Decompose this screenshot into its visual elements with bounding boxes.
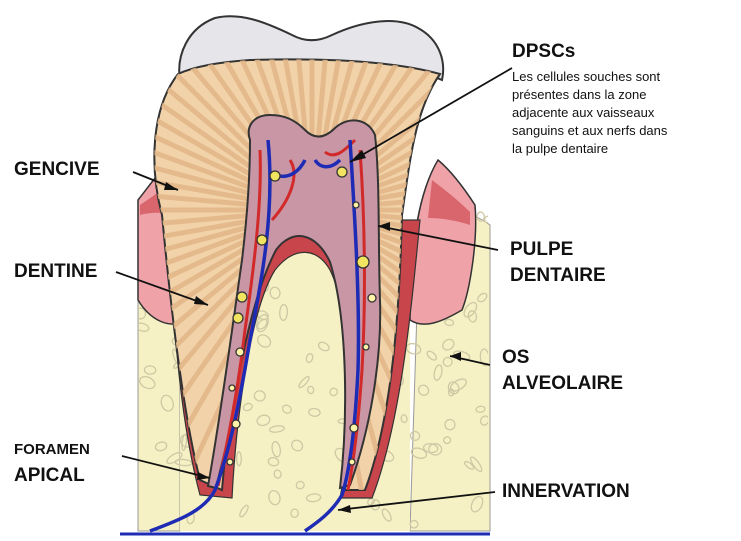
dpscs-description-line-2: présentes dans la zone	[512, 86, 646, 103]
stem-cell	[270, 171, 280, 181]
label-dentine: DENTINE	[14, 260, 97, 283]
stem-cell	[353, 202, 359, 208]
stem-cell	[368, 294, 376, 302]
label-pulpe-line-1: PULPE	[510, 238, 573, 261]
stem-cell	[229, 385, 235, 391]
label-foramen-line-1: FORAMEN	[14, 440, 90, 459]
label-dpscs: DPSCs	[512, 40, 575, 63]
dpscs-description-line-3: adjacente aux vaisseaux	[512, 104, 654, 121]
label-foramen-line-2: APICAL	[14, 464, 85, 487]
label-pulpe-line-2: DENTAIRE	[510, 264, 606, 287]
label-innervation: INNERVATION	[502, 480, 630, 503]
stem-cell	[232, 420, 240, 428]
dpscs-description-line-4: sanguins et aux nerfs dans	[512, 122, 667, 139]
stem-cell	[227, 459, 233, 465]
dpscs-description-line-5: la pulpe dentaire	[512, 140, 608, 157]
stem-cell	[357, 256, 369, 268]
stem-cell	[349, 459, 355, 465]
stem-cell	[237, 292, 247, 302]
label-gencive: GENCIVE	[14, 158, 100, 181]
stem-cell	[233, 313, 243, 323]
dpscs-description-line-1: Les cellules souches sont	[512, 68, 660, 85]
stem-cell	[350, 424, 358, 432]
stem-cell	[363, 344, 369, 350]
stem-cell	[257, 235, 267, 245]
stem-cell	[337, 167, 347, 177]
label-os-line-1: OS	[502, 346, 529, 369]
stem-cell	[236, 348, 244, 356]
label-os-line-2: ALVEOLAIRE	[502, 372, 623, 395]
bone-cell	[484, 216, 491, 223]
